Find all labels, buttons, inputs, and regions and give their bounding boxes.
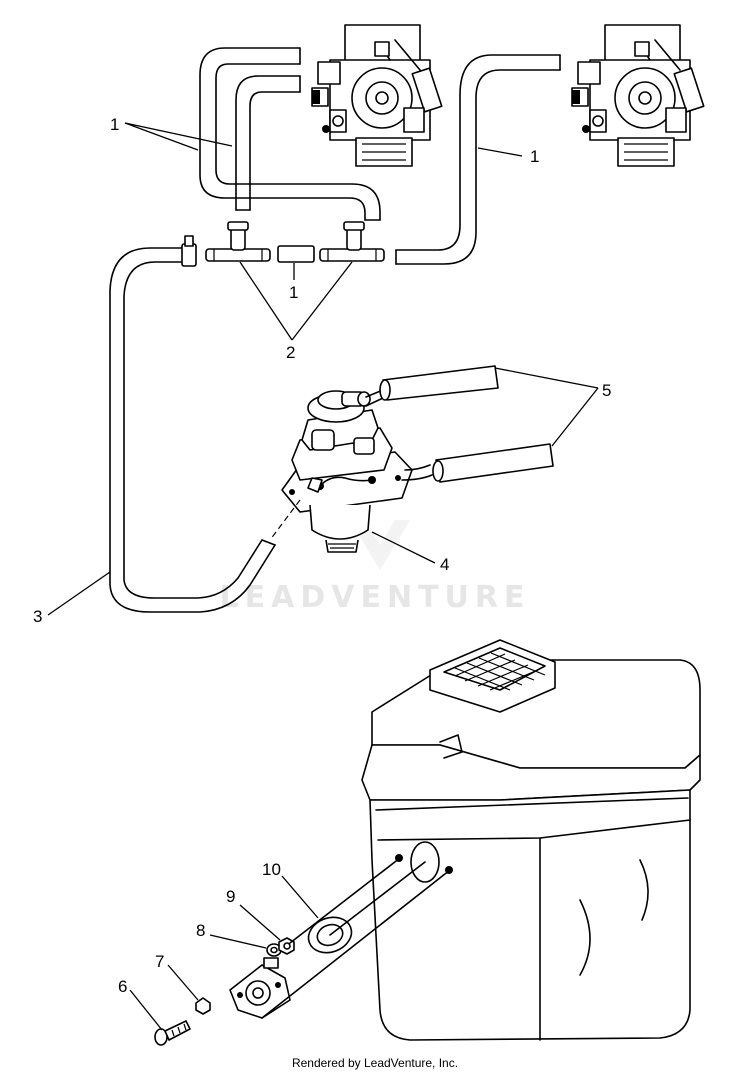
callout-9: 9 [226, 887, 235, 906]
callout-10: 10 [262, 860, 281, 879]
carburetor-right [571, 24, 705, 167]
callout-4: 4 [440, 555, 449, 574]
callout-1-connector: 1 [289, 283, 298, 302]
tee-fitting-left [205, 221, 271, 262]
carburetor-left [311, 24, 443, 167]
nut [278, 937, 295, 955]
callout-7: 7 [155, 952, 164, 971]
guide-line-center [329, 861, 426, 936]
washer [195, 997, 211, 1015]
callout-1-right: 1 [530, 147, 539, 166]
callout-3: 3 [33, 607, 42, 626]
callout-2: 2 [286, 343, 295, 362]
tee-fitting-right [319, 221, 385, 262]
callout-8: 8 [196, 921, 205, 940]
hose-connector [277, 245, 315, 263]
screw [154, 1020, 191, 1046]
guide-line-upper [289, 857, 401, 944]
watermark-text: LEADVENTURE [220, 580, 531, 615]
guide-line-lower [261, 869, 451, 1019]
pump-mount-dashed-line [269, 499, 301, 541]
fuel-line-outer-loop [199, 47, 381, 221]
fuel-sender-assembly [229, 957, 291, 1019]
fuel-hose-main [109, 235, 276, 613]
fuel-line-inner-loop [235, 75, 301, 211]
fuel-hose-pump-lower [432, 443, 554, 483]
fuel-tank [361, 639, 701, 1041]
leader-lines [47, 122, 599, 1031]
callout-1-top-left: 1 [110, 115, 119, 134]
callout-5: 5 [602, 381, 611, 400]
callout-6: 6 [118, 977, 127, 996]
footer-credit: Rendered by LeadVenture, Inc. [291, 1056, 459, 1070]
fuel-hose-pump-upper [379, 365, 499, 401]
fuel-line-right-carb [395, 54, 561, 265]
fuel-pump [281, 389, 433, 553]
